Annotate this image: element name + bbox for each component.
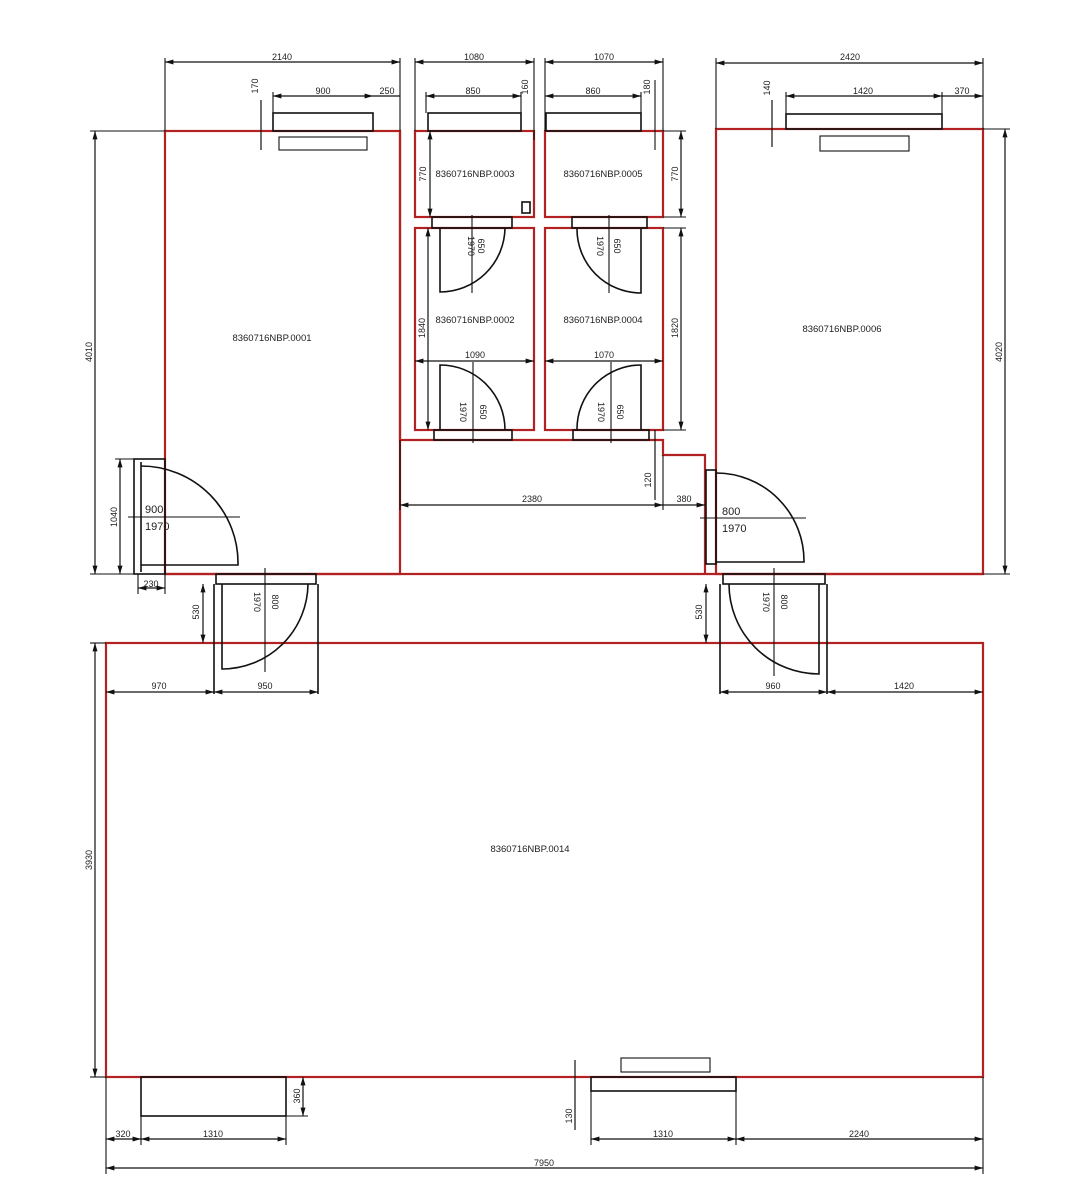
room-label-0006: 8360716NBP.0006 bbox=[802, 324, 881, 335]
svg-text:1080: 1080 bbox=[464, 52, 484, 62]
room-label-0004: 8360716NBP.0004 bbox=[563, 315, 642, 326]
room-label-0002: 8360716NBP.0002 bbox=[435, 315, 514, 326]
svg-text:180: 180 bbox=[642, 79, 652, 94]
svg-text:1070: 1070 bbox=[594, 350, 614, 360]
svg-text:360: 360 bbox=[292, 1088, 302, 1103]
corridor-wall bbox=[398, 131, 707, 574]
room-0002-wall bbox=[413, 226, 536, 432]
dimension-text: 2140 900 250 170 1080 850 160 1070 860 1… bbox=[84, 52, 1004, 1168]
svg-text:230: 230 bbox=[143, 579, 158, 589]
svg-text:140: 140 bbox=[762, 80, 772, 95]
svg-text:1970: 1970 bbox=[722, 523, 746, 535]
svg-text:1970: 1970 bbox=[145, 521, 169, 533]
svg-text:1070: 1070 bbox=[594, 52, 614, 62]
svg-text:3930: 3930 bbox=[84, 850, 94, 870]
dimension-lines bbox=[90, 58, 1010, 1174]
room-label-0003: 8360716NBP.0003 bbox=[435, 169, 514, 180]
svg-text:860: 860 bbox=[585, 86, 600, 96]
svg-text:850: 850 bbox=[465, 86, 480, 96]
svg-text:120: 120 bbox=[643, 472, 653, 487]
svg-text:950: 950 bbox=[257, 681, 272, 691]
svg-text:1310: 1310 bbox=[653, 1129, 673, 1139]
svg-text:7950: 7950 bbox=[534, 1158, 554, 1168]
svg-text:800: 800 bbox=[270, 594, 280, 609]
svg-text:1970: 1970 bbox=[596, 402, 606, 422]
svg-text:960: 960 bbox=[765, 681, 780, 691]
svg-text:800: 800 bbox=[779, 594, 789, 609]
svg-text:2240: 2240 bbox=[849, 1129, 869, 1139]
svg-text:770: 770 bbox=[418, 166, 428, 181]
svg-text:530: 530 bbox=[191, 604, 201, 619]
svg-text:650: 650 bbox=[615, 404, 625, 419]
svg-text:320: 320 bbox=[115, 1129, 130, 1139]
svg-text:650: 650 bbox=[612, 238, 622, 253]
svg-text:530: 530 bbox=[694, 604, 704, 619]
svg-text:1420: 1420 bbox=[853, 86, 873, 96]
svg-text:4010: 4010 bbox=[84, 342, 94, 362]
svg-text:1090: 1090 bbox=[465, 350, 485, 360]
svg-text:1970: 1970 bbox=[761, 592, 771, 612]
room-0004-wall bbox=[543, 226, 665, 432]
svg-text:370: 370 bbox=[954, 86, 969, 96]
svg-text:4020: 4020 bbox=[994, 342, 1004, 362]
svg-text:380: 380 bbox=[676, 494, 691, 504]
svg-text:1970: 1970 bbox=[595, 236, 605, 256]
svg-text:130: 130 bbox=[564, 1108, 574, 1123]
svg-text:2140: 2140 bbox=[272, 52, 292, 62]
room-0006-wall bbox=[714, 127, 985, 576]
room-0001-wall bbox=[163, 129, 402, 576]
svg-text:900: 900 bbox=[145, 504, 163, 516]
svg-text:1040: 1040 bbox=[109, 507, 119, 527]
svg-text:250: 250 bbox=[379, 86, 394, 96]
svg-text:770: 770 bbox=[670, 166, 680, 181]
svg-text:970: 970 bbox=[151, 681, 166, 691]
svg-text:1420: 1420 bbox=[894, 681, 914, 691]
svg-text:900: 900 bbox=[315, 86, 330, 96]
room-labels: 8360716NBP.0001 8360716NBP.0002 8360716N… bbox=[232, 169, 881, 855]
svg-text:650: 650 bbox=[476, 238, 486, 253]
svg-text:1970: 1970 bbox=[466, 236, 476, 256]
svg-text:170: 170 bbox=[250, 78, 260, 93]
svg-text:160: 160 bbox=[520, 79, 530, 94]
svg-text:1970: 1970 bbox=[458, 402, 468, 422]
svg-text:1840: 1840 bbox=[417, 318, 427, 338]
windows bbox=[140, 112, 943, 1117]
room-label-0005: 8360716NBP.0005 bbox=[563, 169, 642, 180]
svg-text:1310: 1310 bbox=[203, 1129, 223, 1139]
svg-text:1820: 1820 bbox=[670, 318, 680, 338]
room-label-0001: 8360716NBP.0001 bbox=[232, 333, 311, 344]
svg-text:650: 650 bbox=[478, 404, 488, 419]
walls bbox=[104, 127, 985, 1079]
svg-text:2380: 2380 bbox=[522, 494, 542, 504]
room-0014-wall bbox=[104, 641, 985, 1079]
room-label-0014: 8360716NBP.0014 bbox=[490, 844, 569, 855]
svg-text:1970: 1970 bbox=[252, 592, 262, 612]
svg-text:800: 800 bbox=[722, 506, 740, 518]
svg-text:2420: 2420 bbox=[840, 52, 860, 62]
doors bbox=[128, 215, 828, 694]
